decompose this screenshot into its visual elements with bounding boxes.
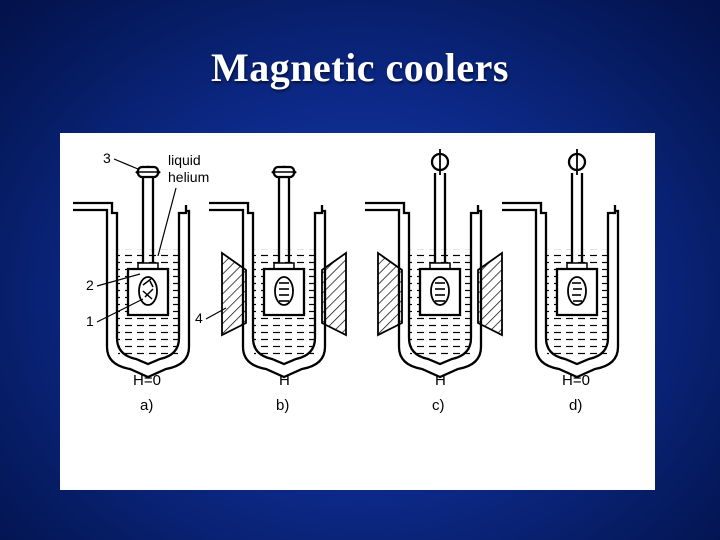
callout-liquid: liquid	[168, 152, 201, 168]
callout-1: 1	[86, 313, 94, 329]
slide-title: Magnetic coolers	[211, 45, 509, 90]
field-label-c: H	[435, 372, 446, 389]
stage-d: H=0 d)	[500, 149, 620, 414]
callout-3: 3	[103, 150, 111, 166]
diagram-panel: H=0 a) 3 liquid helium 2 1 4 H b)	[60, 133, 655, 490]
salt-pill-aligned-icon	[430, 276, 450, 306]
stage-c: H c)	[363, 149, 503, 414]
caption-b: b)	[276, 397, 289, 414]
field-label-d: H=0	[562, 372, 590, 389]
callouts: 3 liquid helium 2 1 4	[86, 150, 227, 329]
magnet-pole-left	[221, 251, 247, 337]
callout-2: 2	[86, 277, 94, 293]
callout-4: 4	[195, 310, 203, 326]
magnet-pole-left	[377, 251, 403, 337]
salt-pill-aligned-icon	[274, 276, 294, 306]
salt-pill-aligned-icon	[567, 276, 587, 306]
stage-b: H b)	[207, 165, 347, 414]
caption-c: c)	[432, 397, 445, 414]
caption-a: a)	[140, 397, 153, 414]
magnetic-cooler-diagram: H=0 a) 3 liquid helium 2 1 4 H b)	[71, 149, 620, 414]
field-label-a: H=0	[133, 372, 161, 389]
stage-a: H=0 a)	[71, 165, 191, 414]
magnet-pole-right	[321, 251, 347, 337]
caption-d: d)	[569, 397, 582, 414]
field-label-b: H	[279, 372, 290, 389]
callout-helium: helium	[168, 169, 209, 185]
magnet-pole-right	[477, 251, 503, 337]
